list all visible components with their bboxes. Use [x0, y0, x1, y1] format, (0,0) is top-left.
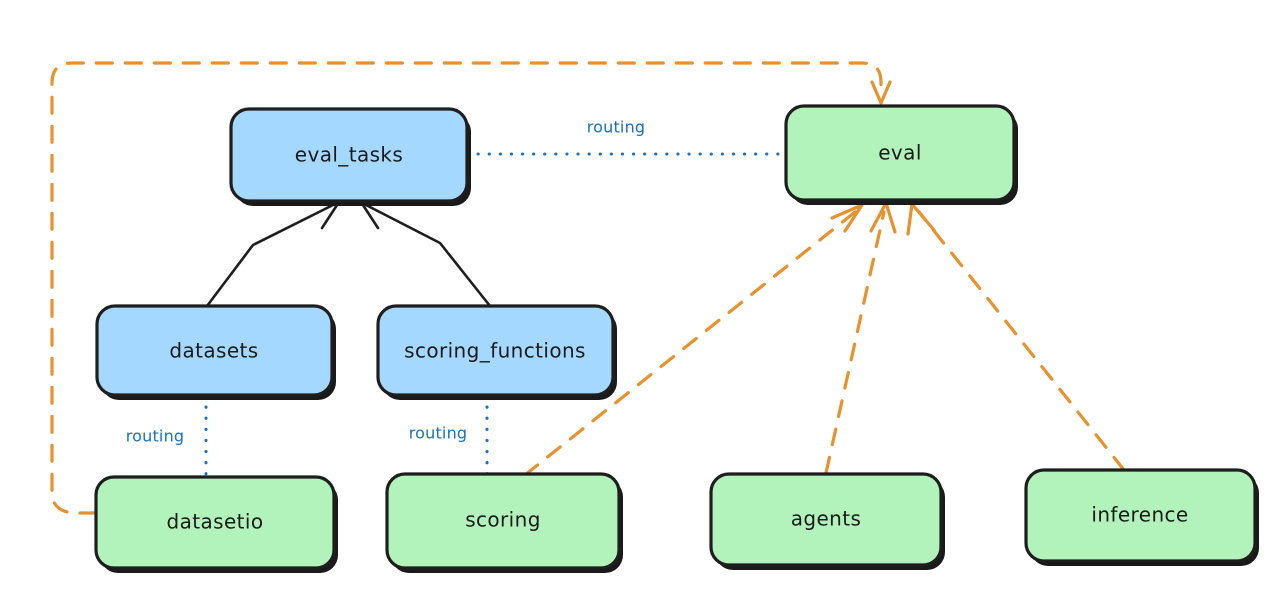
edge-inference-to-eval: [906, 202, 1126, 472]
edge-agents-to-eval: [824, 201, 897, 475]
node-scoring_functions-label: scoring_functions: [404, 339, 586, 363]
edge-label-routing-scoring: routing: [409, 424, 468, 443]
edge-label-routing-eval: routing: [587, 118, 646, 137]
node-inference[interactable]: inference: [1024, 468, 1259, 566]
edge-scoring_functions-to-eval_tasks: [359, 200, 492, 308]
edge-path-agents-eval: [824, 210, 886, 475]
edge-path-inference-eval: [917, 210, 1126, 472]
node-datasetio-body: [94, 475, 336, 570]
node-eval_tasks-body: [229, 107, 469, 203]
node-inference-body: [1024, 468, 1257, 563]
edge-path-scoring-eval: [523, 210, 857, 477]
node-eval_tasks-label: eval_tasks: [295, 143, 403, 167]
node-scoring_functions-body: [376, 304, 615, 397]
node-datasetio[interactable]: datasetio: [94, 475, 338, 573]
edge-datasets-to-eval_tasks: [205, 200, 341, 308]
node-eval[interactable]: eval: [784, 104, 1018, 205]
node-agents-label: agents: [791, 507, 862, 531]
node-agents[interactable]: agents: [709, 472, 945, 570]
edge-path-datasets-eval_tasks: [205, 203, 335, 308]
node-datasets[interactable]: datasets: [95, 304, 336, 400]
arrowhead-datasetio-eval: [870, 80, 892, 105]
node-scoring-label: scoring: [465, 508, 541, 532]
node-eval-body: [784, 104, 1016, 202]
node-scoring-body: [385, 472, 621, 570]
edge-label-layer: routing routing routing: [126, 118, 646, 446]
edge-path-datasetio-eval: [50, 61, 883, 515]
node-inference-label: inference: [1091, 503, 1188, 527]
node-eval-label: eval: [878, 141, 922, 165]
node-datasets-body: [95, 304, 334, 397]
arrowhead-inference-eval: [906, 202, 936, 236]
node-datasets-label: datasets: [169, 339, 258, 363]
node-layer: eval_tasks eval datasets scoring_functio…: [94, 104, 1259, 573]
node-datasetio-label: datasetio: [166, 510, 263, 534]
node-scoring[interactable]: scoring: [385, 472, 623, 573]
node-agents-body: [709, 472, 943, 567]
edge-label-routing-datasetio: routing: [126, 427, 185, 446]
node-eval_tasks[interactable]: eval_tasks: [229, 107, 471, 206]
node-scoring_functions[interactable]: scoring_functions: [376, 304, 617, 400]
edge-path-scoring_functions-eval_tasks: [364, 203, 492, 308]
edge-datasetio-to-eval: [50, 61, 892, 515]
